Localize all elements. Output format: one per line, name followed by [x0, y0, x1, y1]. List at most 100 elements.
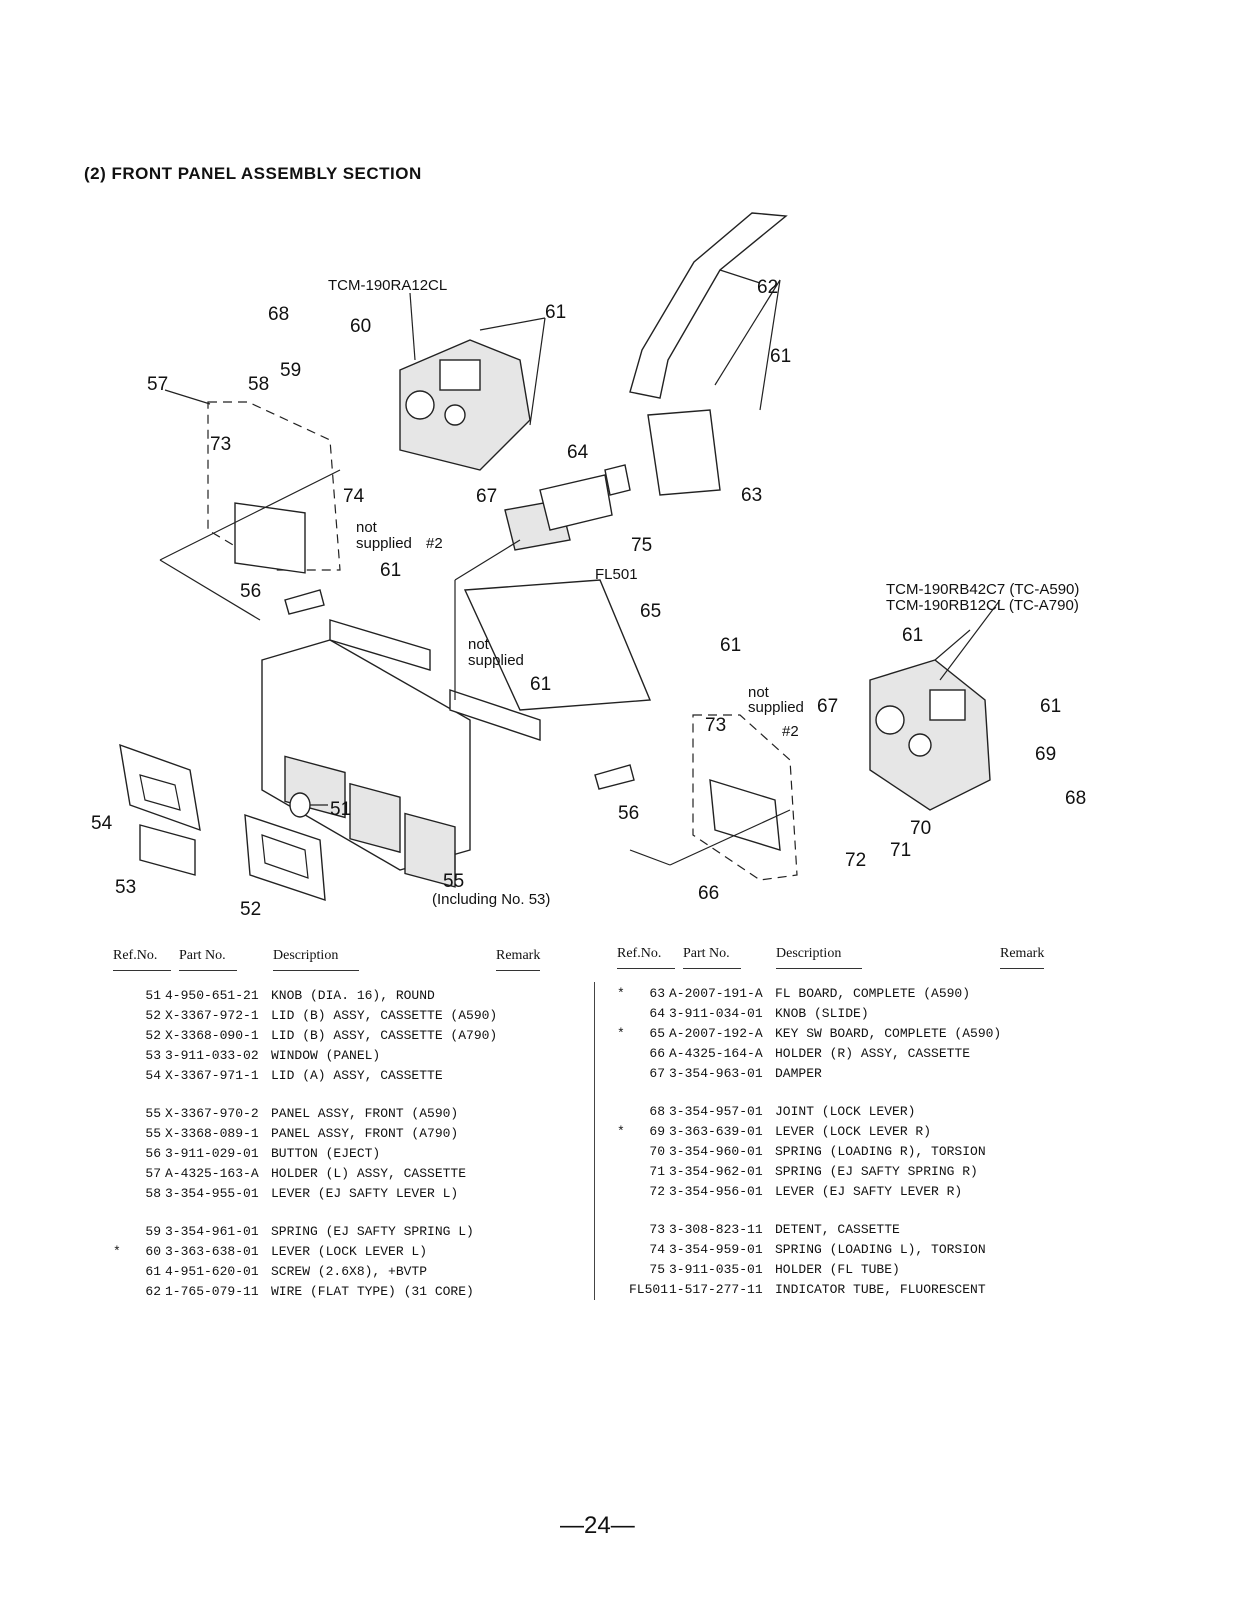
- row-description: FL BOARD, COMPLETE (A590): [775, 986, 971, 1001]
- row-ref: 63: [649, 986, 665, 1001]
- row-description: KNOB (SLIDE): [775, 1006, 869, 1021]
- label-53: 53: [115, 877, 136, 898]
- assembly-leader-lines: [159, 279, 1001, 870]
- row-part-no: 4-951-620-01: [165, 1264, 259, 1279]
- not-supplied-label-2a: not: [468, 636, 490, 653]
- row-part-no: 3-363-639-01: [669, 1124, 763, 1139]
- row-description: HOLDER (FL TUBE): [775, 1262, 900, 1277]
- row-part-no: 3-354-957-01: [669, 1104, 763, 1119]
- row-part-no: 3-911-029-01: [165, 1146, 259, 1161]
- row-part-no: X-3367-972-1: [165, 1008, 259, 1023]
- header-underline-ref: [617, 968, 675, 969]
- header-ref: Ref.No.: [113, 948, 158, 963]
- row-part-no: A-2007-191-A: [669, 986, 763, 1001]
- row-part-no: 3-308-823-11: [669, 1222, 763, 1237]
- row-ref: 55: [145, 1106, 161, 1121]
- row-ref: 56: [145, 1146, 161, 1161]
- row-ref: 66: [649, 1046, 665, 1061]
- row-description: LEVER (LOCK LEVER L): [271, 1244, 428, 1259]
- row-ref: 64: [649, 1006, 665, 1021]
- label-70: 70: [910, 818, 931, 839]
- row-ref: 51: [145, 988, 161, 1003]
- exploded-view-diagram: TCM-190RA12CL TCM-190RB42C7 (TC-A590) TC…: [91, 212, 1086, 920]
- row-description: LID (A) ASSY, CASSETTE: [271, 1068, 443, 1083]
- row-ref: 68: [649, 1104, 665, 1119]
- lid-a-part-54: [119, 743, 201, 832]
- row-ref: 53: [145, 1048, 161, 1063]
- not-supplied-label-1b: supplied: [356, 535, 412, 552]
- lid-b-part-52: [244, 814, 326, 901]
- row-part-no: 3-354-955-01: [165, 1186, 259, 1201]
- row-part-no: 3-354-959-01: [669, 1242, 763, 1257]
- holder-r-assy-66: [692, 714, 798, 881]
- mech-right-label-1: TCM-190RB42C7 (TC-A590): [886, 581, 1079, 598]
- row-part-no: 3-354-963-01: [669, 1066, 763, 1081]
- left-mechanism-tcm-190ra12cl: [399, 292, 531, 471]
- label-59: 59: [280, 360, 301, 381]
- label-54: 54: [91, 813, 113, 834]
- holder-l-assy-57: [164, 389, 341, 574]
- row-description: PANEL ASSY, FRONT (A590): [271, 1106, 459, 1121]
- header-part: Part No.: [683, 946, 730, 961]
- fl-tube-fl501: [504, 474, 613, 551]
- row-part-no: X-3368-090-1: [165, 1028, 259, 1043]
- not-supplied-label-1a: not: [356, 519, 378, 536]
- header-remark: Remark: [496, 948, 541, 963]
- row-part-no: 3-911-033-02: [165, 1048, 259, 1063]
- label-61f: 61: [902, 625, 923, 646]
- row-ref: 73: [649, 1222, 665, 1237]
- row-ref: FL501: [629, 1282, 669, 1297]
- row-mark: *: [113, 1244, 121, 1259]
- label-68a: 68: [268, 304, 289, 325]
- row-mark: *: [617, 1124, 625, 1139]
- row-ref: 52: [145, 1028, 161, 1043]
- label-61a: 61: [545, 302, 566, 323]
- header-underline-ref: [113, 970, 171, 971]
- row-ref: 55: [145, 1126, 161, 1141]
- row-part-no: 3-354-956-01: [669, 1184, 763, 1199]
- key-sw-board-part-65: [463, 579, 652, 711]
- row-part-no: 3-911-034-01: [669, 1006, 763, 1021]
- including-label: (Including No. 53): [432, 891, 550, 908]
- label-51: 51: [330, 799, 351, 820]
- row-description: HOLDER (R) ASSY, CASSETTE: [775, 1046, 971, 1061]
- row-ref: 52: [145, 1008, 161, 1023]
- header-underline-desc: [273, 970, 359, 971]
- table-divider: [594, 982, 595, 1300]
- row-ref: 62: [145, 1284, 161, 1299]
- row-part-no: 3-354-962-01: [669, 1164, 763, 1179]
- page-number: —24—: [560, 1512, 635, 1539]
- header-ref: Ref.No.: [617, 946, 662, 961]
- row-description: BUTTON (EJECT): [271, 1146, 381, 1161]
- label-62: 62: [757, 277, 778, 298]
- label-74: 74: [343, 486, 365, 507]
- label-63: 63: [741, 485, 762, 506]
- row-description: SPRING (EJ SAFTY SPRING R): [775, 1164, 978, 1179]
- label-61g: 61: [1040, 696, 1061, 717]
- label-73a: 73: [210, 434, 231, 455]
- knob-part-51: [289, 792, 328, 818]
- label-67b: 67: [817, 696, 838, 717]
- row-part-no: 3-354-960-01: [669, 1144, 763, 1159]
- row-description: LEVER (EJ SAFTY LEVER R): [775, 1184, 963, 1199]
- row-description: LEVER (LOCK LEVER R): [775, 1124, 932, 1139]
- right-mechanism-tcm-190rb: [869, 659, 991, 811]
- row-ref: 69: [649, 1124, 665, 1139]
- header-underline-remark: [1000, 968, 1044, 969]
- header-underline-remark: [496, 970, 540, 971]
- row-ref: 57: [145, 1166, 161, 1181]
- eject-button-part-56-left: [284, 589, 325, 615]
- row-description: WIRE (FLAT TYPE) (31 CORE): [271, 1284, 474, 1299]
- row-description: LID (B) ASSY, CASSETTE (A790): [271, 1028, 498, 1043]
- fl-board-part-63: [604, 409, 721, 496]
- label-56a: 56: [240, 581, 261, 602]
